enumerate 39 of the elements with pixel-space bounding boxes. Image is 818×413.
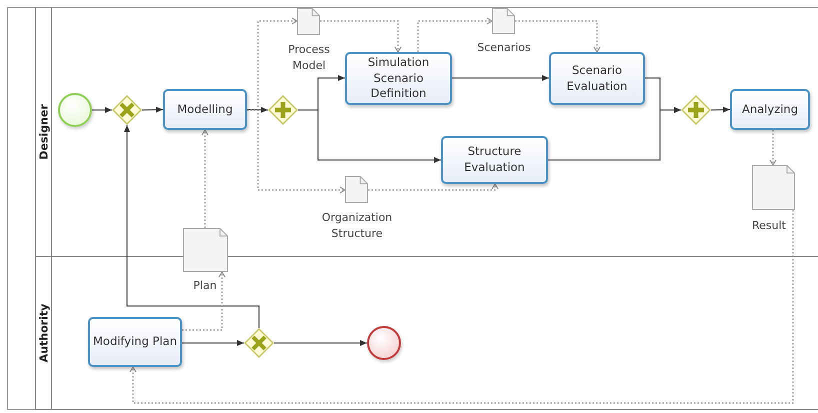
task-box: Structure Evaluation — [441, 136, 548, 184]
sequence-flow-arrow — [142, 106, 164, 113]
parallel-gateway — [268, 95, 298, 125]
association-arrow — [247, 109, 346, 194]
data-object — [492, 8, 515, 34]
sequence-flow-arrow — [124, 124, 260, 328]
association-arrow — [202, 130, 208, 228]
data-object — [752, 165, 795, 210]
association-arrow — [515, 20, 600, 52]
task-box: Simulation Scenario Definition — [345, 52, 452, 105]
association-arrow — [417, 18, 492, 52]
lane-label: Authority — [37, 304, 50, 362]
sequence-flow-arrow — [274, 340, 368, 346]
data-object — [183, 228, 228, 272]
association-arrow — [770, 130, 776, 166]
task-box: Modelling — [163, 89, 247, 130]
sequence-flow-arrow — [298, 110, 442, 163]
task-box: Scenario Evaluation — [549, 52, 645, 105]
end-event — [367, 326, 401, 360]
association-arrow — [320, 20, 402, 52]
exclusive-gateway — [112, 95, 142, 125]
data-object — [297, 8, 320, 35]
sequence-flow-arrow — [710, 106, 730, 113]
sequence-flow-arrow — [246, 106, 268, 113]
swimlane — [35, 7, 818, 257]
exclusive-gateway — [244, 328, 274, 358]
lane-label: Designer — [37, 104, 50, 160]
parallel-gateway — [681, 95, 711, 125]
association-arrow — [182, 272, 226, 331]
task-box: Modifying Plan — [88, 317, 182, 367]
data-object — [345, 176, 368, 203]
start-event — [58, 93, 92, 127]
task-box: Analyzing — [730, 89, 810, 130]
sequence-flow-arrow — [548, 107, 682, 160]
association-arrow — [130, 210, 794, 404]
sequence-flow-arrow — [92, 107, 112, 113]
sequence-flow-arrow — [452, 75, 550, 81]
association-arrow — [368, 184, 498, 191]
sequence-flow-arrow — [182, 340, 244, 346]
